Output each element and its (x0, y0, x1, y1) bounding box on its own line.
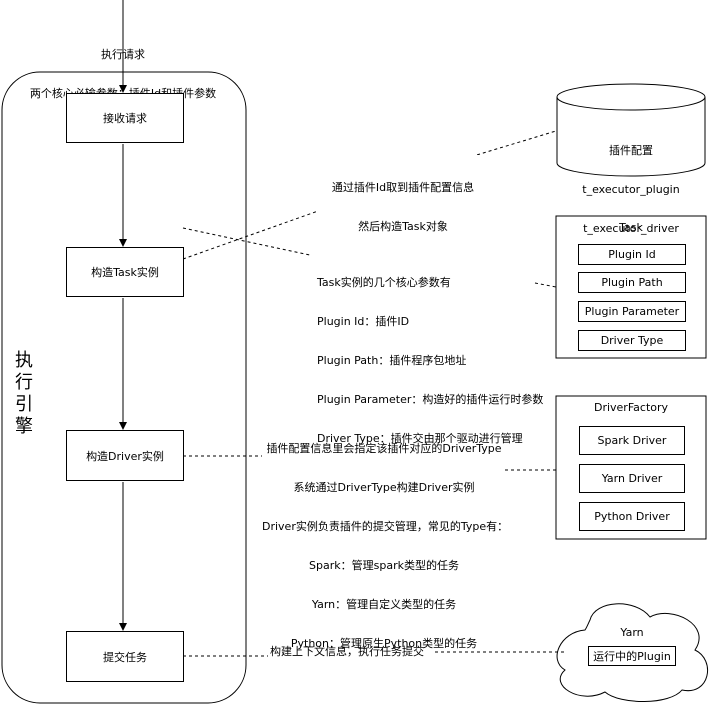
step-build-task-label: 构造Task实例 (91, 266, 159, 279)
yarn-running-plugin-label: 运行中的Plugin (593, 650, 671, 663)
plugin-config-database (556, 83, 706, 177)
note-driver-desc-line-3: Driver实例负责插件的提交管理，常见的Type有： (262, 520, 509, 533)
step-build-driver[interactable]: 构造Driver实例 (66, 430, 184, 481)
step-receive-request[interactable]: 接收请求 (66, 93, 184, 143)
step-build-task[interactable]: 构造Task实例 (66, 247, 184, 297)
driver-factory-title: DriverFactory (593, 401, 669, 414)
yarn-title: Yarn (620, 626, 644, 639)
plugin-config-table-2: t_executor_driver (583, 222, 679, 235)
note-task-params-line-1: Task实例的几个核心参数有 (317, 276, 451, 289)
note-driver-desc: 插件配置信息里会指定该插件对应的DriverType 系统通过DriverTyp… (262, 416, 509, 663)
step-build-driver-label: 构造Driver实例 (86, 449, 164, 463)
task-field-plugin-path-label: Plugin Path (601, 276, 663, 289)
engine-container (1, 71, 247, 704)
step-submit-task[interactable]: 提交任务 (66, 631, 184, 682)
task-field-driver-type[interactable]: Driver Type (578, 330, 686, 351)
task-panel-title: Task (619, 221, 643, 234)
driver-spark[interactable]: Spark Driver (579, 426, 685, 455)
task-field-plugin-parameter-label: Plugin Parameter (584, 305, 680, 318)
note-task-fetch-line-2: 然后构造Task对象 (358, 220, 448, 233)
task-field-driver-type-label: Driver Type (600, 334, 664, 347)
task-field-plugin-id[interactable]: Plugin Id (578, 244, 686, 265)
request-title: 执行请求 (101, 48, 145, 61)
engine-title-char-1: 执 (15, 350, 33, 371)
task-field-plugin-id-label: Plugin Id (608, 248, 656, 261)
task-field-plugin-path[interactable]: Plugin Path (578, 272, 686, 293)
note-task-params-line-2: Plugin Id：插件ID (317, 315, 410, 328)
note-task-params: Task实例的几个核心参数有 Plugin Id：插件ID Plugin Pat… (317, 250, 549, 458)
driver-yarn[interactable]: Yarn Driver (579, 464, 685, 493)
note-task-params-line-5: Driver Type：插件交由那个驱动进行管理 (317, 432, 523, 445)
note-task-params-line-4: Plugin Parameter：构造好的插件运行时参数 (317, 393, 544, 406)
note-task-fetch: 通过插件Id取到插件配置信息 然后构造Task对象 (318, 155, 488, 246)
note-driver-desc-line-6: Python：管理原生Python类型的任务 (290, 637, 478, 650)
task-field-plugin-parameter[interactable]: Plugin Parameter (578, 301, 686, 322)
driver-yarn-label: Yarn Driver (601, 472, 663, 485)
engine-title-char-3: 引 (15, 394, 33, 415)
plugin-config-table-1: t_executor_plugin (582, 183, 680, 196)
step-receive-label: 接收请求 (103, 112, 147, 125)
note-driver-desc-line-5: Yarn：管理自定义类型的任务 (311, 598, 457, 611)
plugin-config-label: 插件配置 t_executor_plugin t_executor_driver (558, 118, 704, 248)
plugin-config-title: 插件配置 (609, 144, 653, 157)
connector-task-to-params (182, 227, 311, 256)
note-driver-desc-line-2: 系统通过DriverType构建Driver实例 (293, 481, 475, 494)
driver-python-label: Python Driver (594, 510, 670, 523)
engine-title-char-4: 擎 (15, 416, 33, 437)
note-submit-desc: 构建上下文信息，执行任务提交 (270, 645, 424, 658)
engine-title: 执 行 引 擎 (14, 350, 34, 438)
driver-python[interactable]: Python Driver (579, 502, 685, 531)
step-submit-label: 提交任务 (103, 650, 147, 664)
yarn-running-plugin[interactable]: 运行中的Plugin (588, 646, 676, 666)
note-task-fetch-line-1: 通过插件Id取到插件配置信息 (331, 181, 475, 194)
note-task-params-line-3: Plugin Path：插件程序包地址 (317, 354, 467, 367)
driver-spark-label: Spark Driver (597, 434, 667, 447)
note-driver-desc-line-1: 插件配置信息里会指定该插件对应的DriverType (266, 442, 502, 455)
note-driver-desc-line-4: Spark：管理spark类型的任务 (309, 559, 459, 572)
engine-title-char-2: 行 (15, 372, 33, 393)
